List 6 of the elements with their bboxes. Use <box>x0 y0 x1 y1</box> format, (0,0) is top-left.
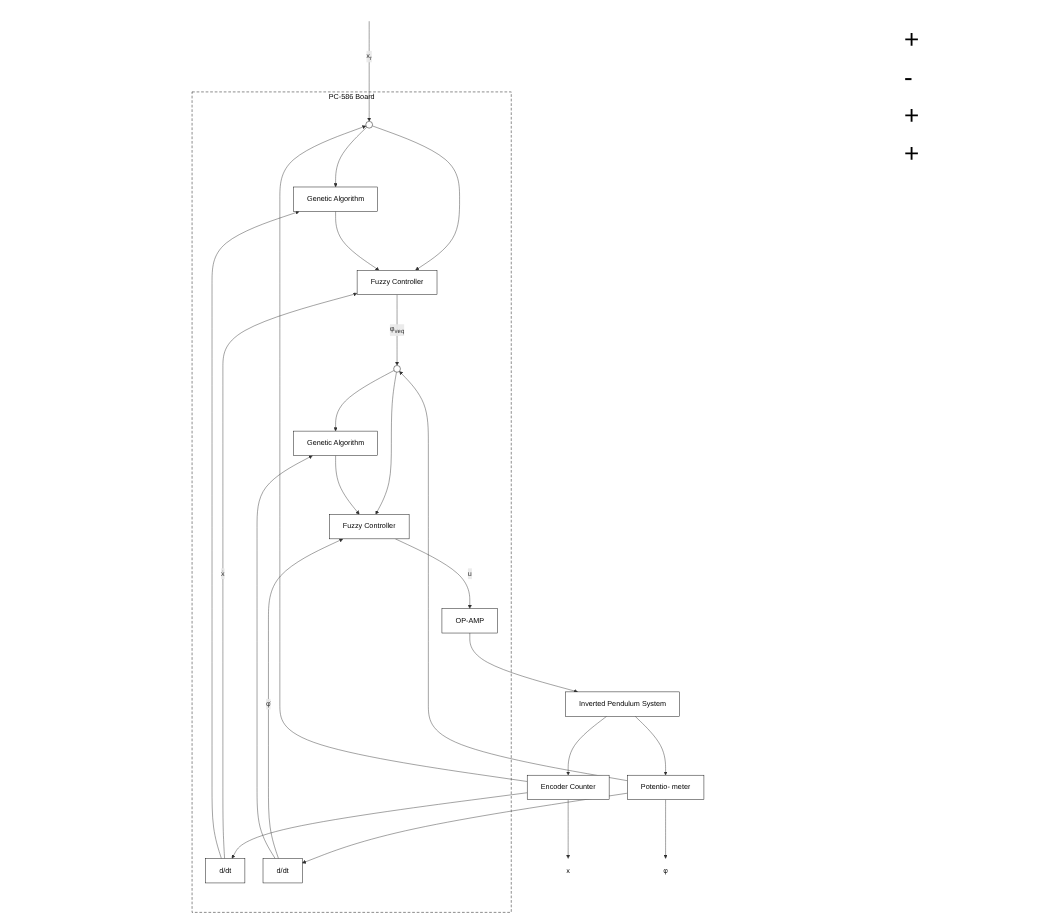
node-circle <box>365 121 373 129</box>
sign-label: + <box>904 138 922 168</box>
sign-label: + <box>904 100 922 130</box>
sign-label: + <box>904 24 922 54</box>
node-circle <box>393 365 401 373</box>
sign-label: - <box>904 62 915 92</box>
